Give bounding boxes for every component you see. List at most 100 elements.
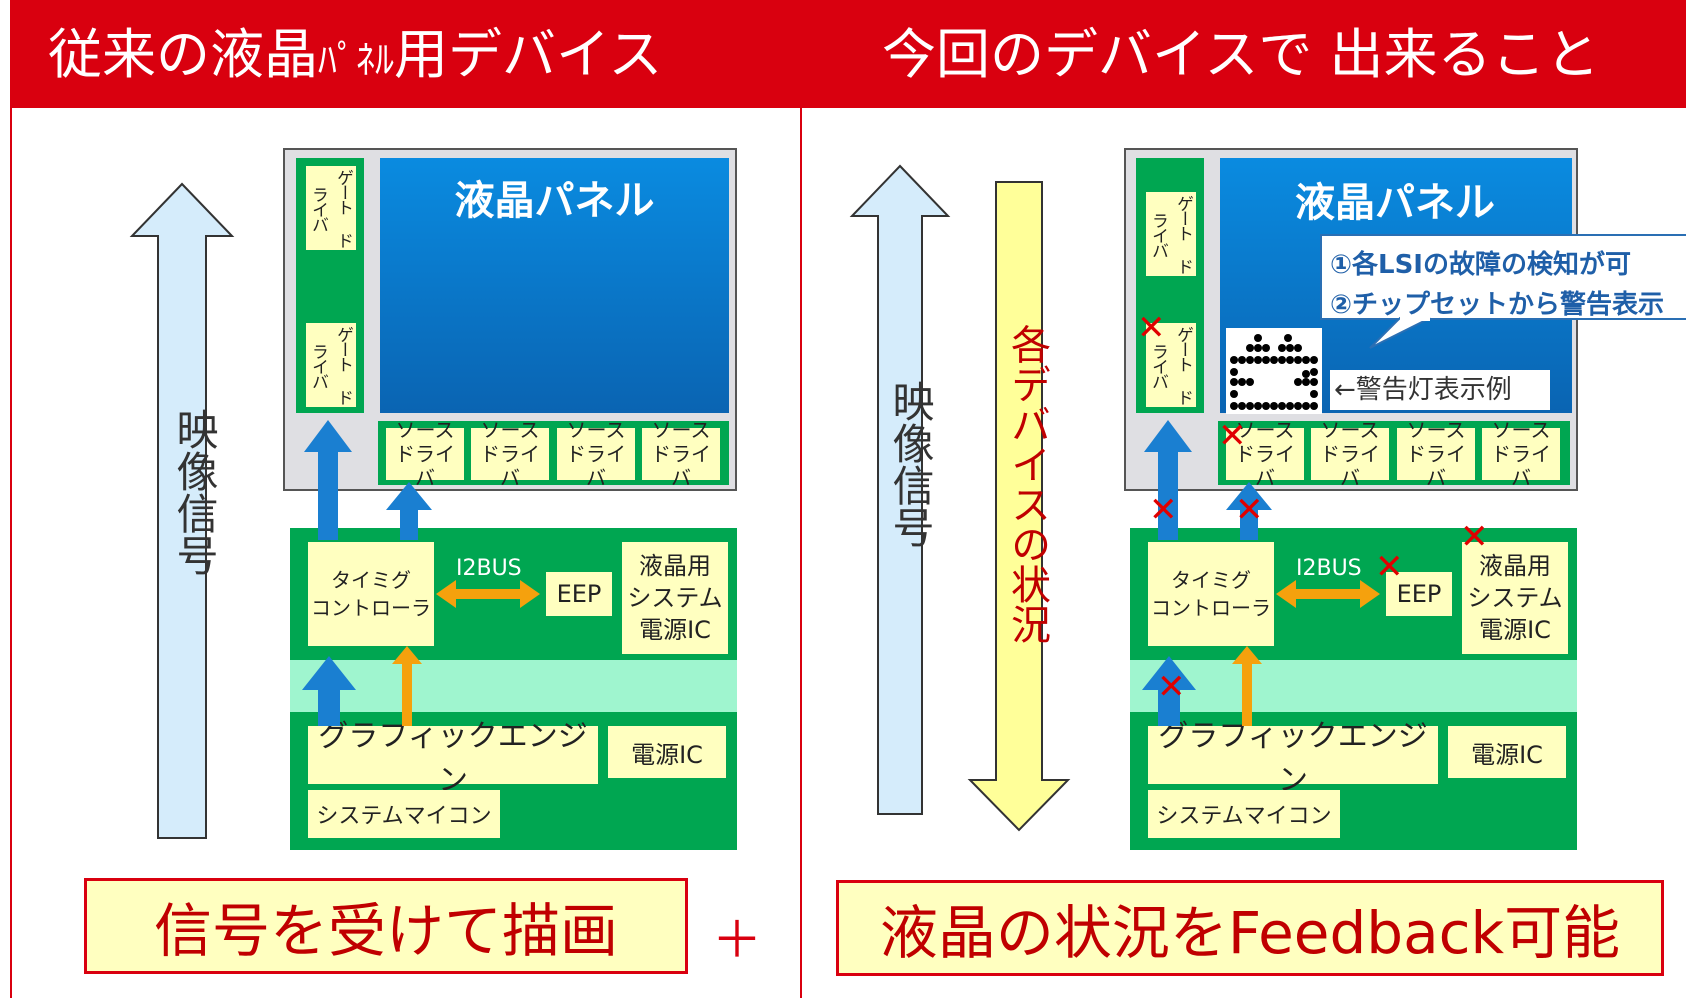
left-title-part-b: ﾊﾟﾈﾙ bbox=[318, 38, 395, 82]
lcd-power-label-3: 電源IC bbox=[1479, 616, 1551, 644]
lcd-power-label-2: システム bbox=[627, 584, 723, 612]
gate-driver-label: ゲート ドライバ bbox=[1148, 326, 1193, 404]
warning-lamp-icon bbox=[1226, 328, 1322, 414]
fault-mark-icon: ✕ bbox=[1157, 667, 1186, 707]
fault-mark-icon: ✕ bbox=[1149, 490, 1178, 530]
graphic-engine-label: グラフィックエンジン bbox=[318, 719, 588, 798]
timing-label-2: コントローラ bbox=[311, 596, 431, 620]
timing-label-2: コントローラ bbox=[1151, 596, 1271, 620]
lcd-power-label-2: システム bbox=[1467, 584, 1563, 612]
plus-sign: ＋ bbox=[712, 911, 762, 969]
lcd-power-label-1: 液晶用 bbox=[639, 552, 711, 580]
fault-mark-icon: ✕ bbox=[1218, 416, 1247, 456]
source-driver-label-2: ドライバ bbox=[1320, 442, 1380, 490]
source-driver-label-1: ソース bbox=[1235, 418, 1295, 442]
gate-driver-label: ゲート ドライバ bbox=[308, 326, 353, 404]
source-driver-label-2: ドライバ bbox=[1406, 442, 1466, 490]
left-caption-box: 信号を受けて描画 bbox=[84, 878, 688, 974]
board-gap-band bbox=[1130, 660, 1577, 712]
source-driver-label-1: ソース bbox=[1491, 418, 1551, 442]
eep-chip: EEP bbox=[546, 572, 612, 616]
left-section-title: 従来の液晶ﾊﾟﾈﾙ用デバイス bbox=[48, 20, 663, 95]
signal-arrow-up bbox=[304, 420, 352, 540]
fault-mark-icon: ✕ bbox=[1235, 490, 1264, 530]
source-driver-label-2: ドライバ bbox=[1235, 442, 1295, 490]
right-section-title: 今回のデバイスで 出来ること bbox=[882, 20, 1600, 90]
gate-driver-chip: ゲート ドライバ bbox=[1146, 192, 1196, 276]
graphic-engine-chip: グラフィックエンジン bbox=[308, 719, 598, 798]
lcd-panel bbox=[380, 158, 729, 413]
gate-driver-chip: ゲート ドライバ bbox=[306, 166, 356, 250]
lcd-power-ic-chip: 液晶用システム電源IC bbox=[1462, 542, 1568, 654]
timing-label-1: タイミグ bbox=[1171, 568, 1251, 592]
power-ic-chip: 電源IC bbox=[608, 726, 726, 778]
callout-bubble bbox=[1320, 234, 1686, 320]
lcd-power-label-3: 電源IC bbox=[639, 616, 711, 644]
board-gap-band bbox=[290, 660, 737, 712]
gate-driver-label: ゲート ドライバ bbox=[1148, 195, 1193, 273]
source-driver-label-1: ソース bbox=[1320, 418, 1380, 442]
left-title-part-a: 従来の液晶 bbox=[48, 23, 318, 86]
callout-line-2: ②チップセットから警告表示 bbox=[1330, 290, 1665, 320]
video-signal-arrow bbox=[129, 182, 235, 839]
source-driver-label-1: ソース bbox=[1406, 418, 1466, 442]
video-signal-label: 映像信号 bbox=[170, 408, 219, 576]
gate-driver-chip: ゲート ドライバ bbox=[1146, 323, 1196, 407]
source-driver-chip: ソースドライバ bbox=[1482, 418, 1560, 490]
i2bus-label: I2BUS bbox=[456, 556, 522, 581]
system-micom-label: システムマイコン bbox=[316, 804, 492, 829]
lcd-power-label-1: 液晶用 bbox=[1479, 552, 1551, 580]
gate-driver-chip: ゲート ドライバ bbox=[306, 323, 356, 407]
left-caption-text: 信号を受けて描画 bbox=[153, 897, 618, 965]
eep-label: EEP bbox=[1396, 580, 1442, 608]
control-arrow-up bbox=[392, 646, 422, 726]
lcd-panel-title: 液晶パネル bbox=[454, 178, 655, 224]
source-driver-label-1: ソース bbox=[566, 418, 626, 442]
power-ic-chip: 電源IC bbox=[1448, 726, 1566, 778]
i2bus-arrow bbox=[1276, 580, 1380, 608]
callout-line-1: ①各LSIの故障の検知が可 bbox=[1330, 250, 1631, 280]
warning-example-label: ←警告灯表示例 bbox=[1330, 370, 1550, 410]
lcd-panel-title: 液晶パネル bbox=[1295, 180, 1495, 226]
signal-arrow-up bbox=[386, 482, 432, 540]
timing-controller-chip: タイミグコントローラ bbox=[308, 542, 434, 646]
device-status-arrow bbox=[967, 181, 1071, 832]
graphic-engine-label: グラフィックエンジン bbox=[1158, 719, 1428, 798]
power-ic-label: 電源IC bbox=[631, 740, 703, 769]
graphic-engine-chip: グラフィックエンジン bbox=[1148, 719, 1438, 798]
source-driver-label-1: ソース bbox=[395, 418, 455, 442]
source-driver-label-1: ソース bbox=[480, 418, 540, 442]
center-divider-line bbox=[800, 108, 802, 998]
signal-arrow-up bbox=[1226, 482, 1272, 540]
source-driver-label-1: ソース bbox=[651, 418, 711, 442]
signal-arrow-up bbox=[1142, 656, 1196, 726]
source-driver-chip: ソースドライバ bbox=[557, 418, 635, 490]
source-driver-label-2: ドライバ bbox=[1491, 442, 1551, 490]
timing-controller-chip: タイミグコントローラ bbox=[1148, 542, 1274, 646]
video-signal-label: 映像信号 bbox=[886, 380, 935, 548]
i2bus-label: I2BUS bbox=[1296, 556, 1362, 581]
control-arrow-up bbox=[1232, 646, 1262, 726]
source-driver-chip: ソースドライバ bbox=[642, 418, 720, 490]
signal-arrow-up bbox=[1144, 420, 1192, 540]
signal-arrow-up bbox=[302, 656, 356, 726]
system-micom-label: システムマイコン bbox=[1156, 804, 1332, 829]
power-ic-label: 電源IC bbox=[1471, 740, 1543, 769]
callout-tail bbox=[1369, 317, 1431, 349]
fault-mark-icon: ✕ bbox=[1460, 517, 1489, 557]
source-driver-label-2: ドライバ bbox=[566, 442, 626, 490]
gate-driver-label: ゲート ドライバ bbox=[308, 169, 353, 247]
source-driver-label-2: ドライバ bbox=[480, 442, 540, 490]
left-border-line bbox=[10, 108, 12, 998]
timing-label-1: タイミグ bbox=[331, 568, 411, 592]
video-signal-arrow bbox=[849, 164, 951, 815]
device-status-label: 各デバイスの状況 bbox=[1004, 324, 1050, 644]
source-driver-chip: ソースドライバ bbox=[1397, 418, 1475, 490]
fault-mark-icon: ✕ bbox=[1375, 547, 1404, 587]
source-driver-chip: ソースドライバ bbox=[386, 418, 464, 490]
eep-chip: EEP bbox=[1386, 572, 1452, 616]
system-micom-chip: システムマイコン bbox=[1148, 790, 1340, 838]
fault-mark-icon: ✕ bbox=[1137, 308, 1166, 348]
eep-label: EEP bbox=[556, 580, 602, 608]
